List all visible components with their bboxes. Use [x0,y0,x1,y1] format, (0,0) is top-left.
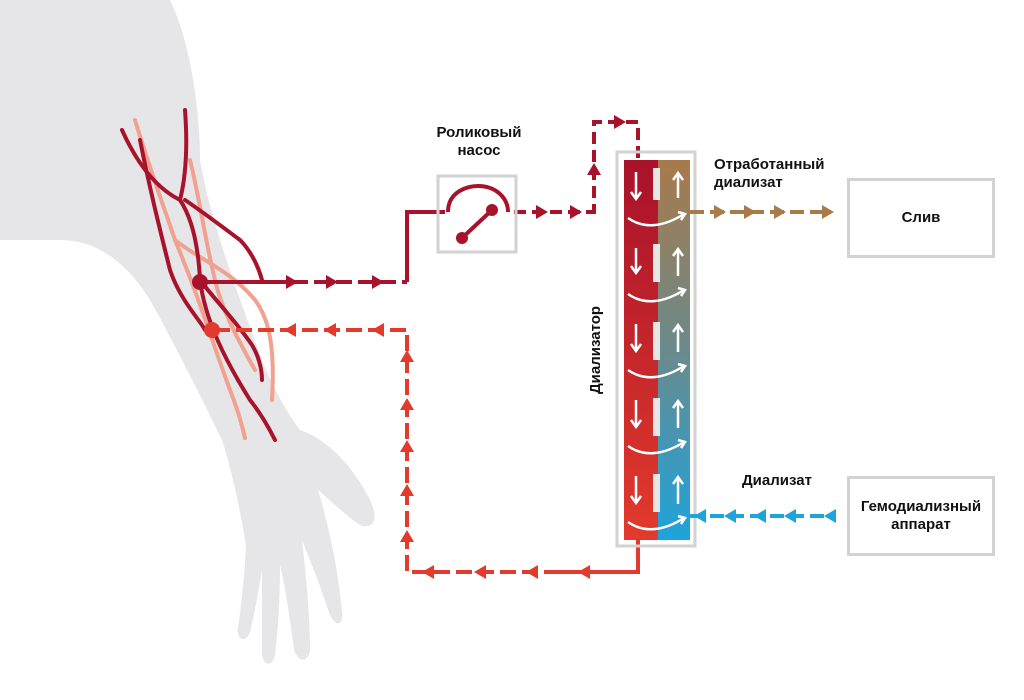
dialysate-label: Диализат [742,472,812,489]
arterial-line [200,120,640,284]
spent-dialysate-label: Отработанный диализат [714,156,825,191]
dialysis-machine-label: Гемодиализный аппарат [860,498,982,533]
spent-dialysate-line [690,205,834,219]
drain-box: Слив [847,178,995,258]
venous-access-point [204,322,220,338]
dialysis-machine-box: Гемодиализный аппарат [847,476,995,556]
venous-arrows [284,323,590,579]
drain-label: Слив [901,209,941,226]
dialyzer-label: Диализатор [587,306,604,394]
arm-veins [120,108,277,442]
roller-pump-icon [436,174,518,254]
fresh-dialysate-line [690,509,836,523]
arm-silhouette [0,0,375,664]
dialyzer-column [615,150,697,548]
pump-label: Роликовый насос [436,124,522,159]
arterial-arrows [286,115,626,289]
